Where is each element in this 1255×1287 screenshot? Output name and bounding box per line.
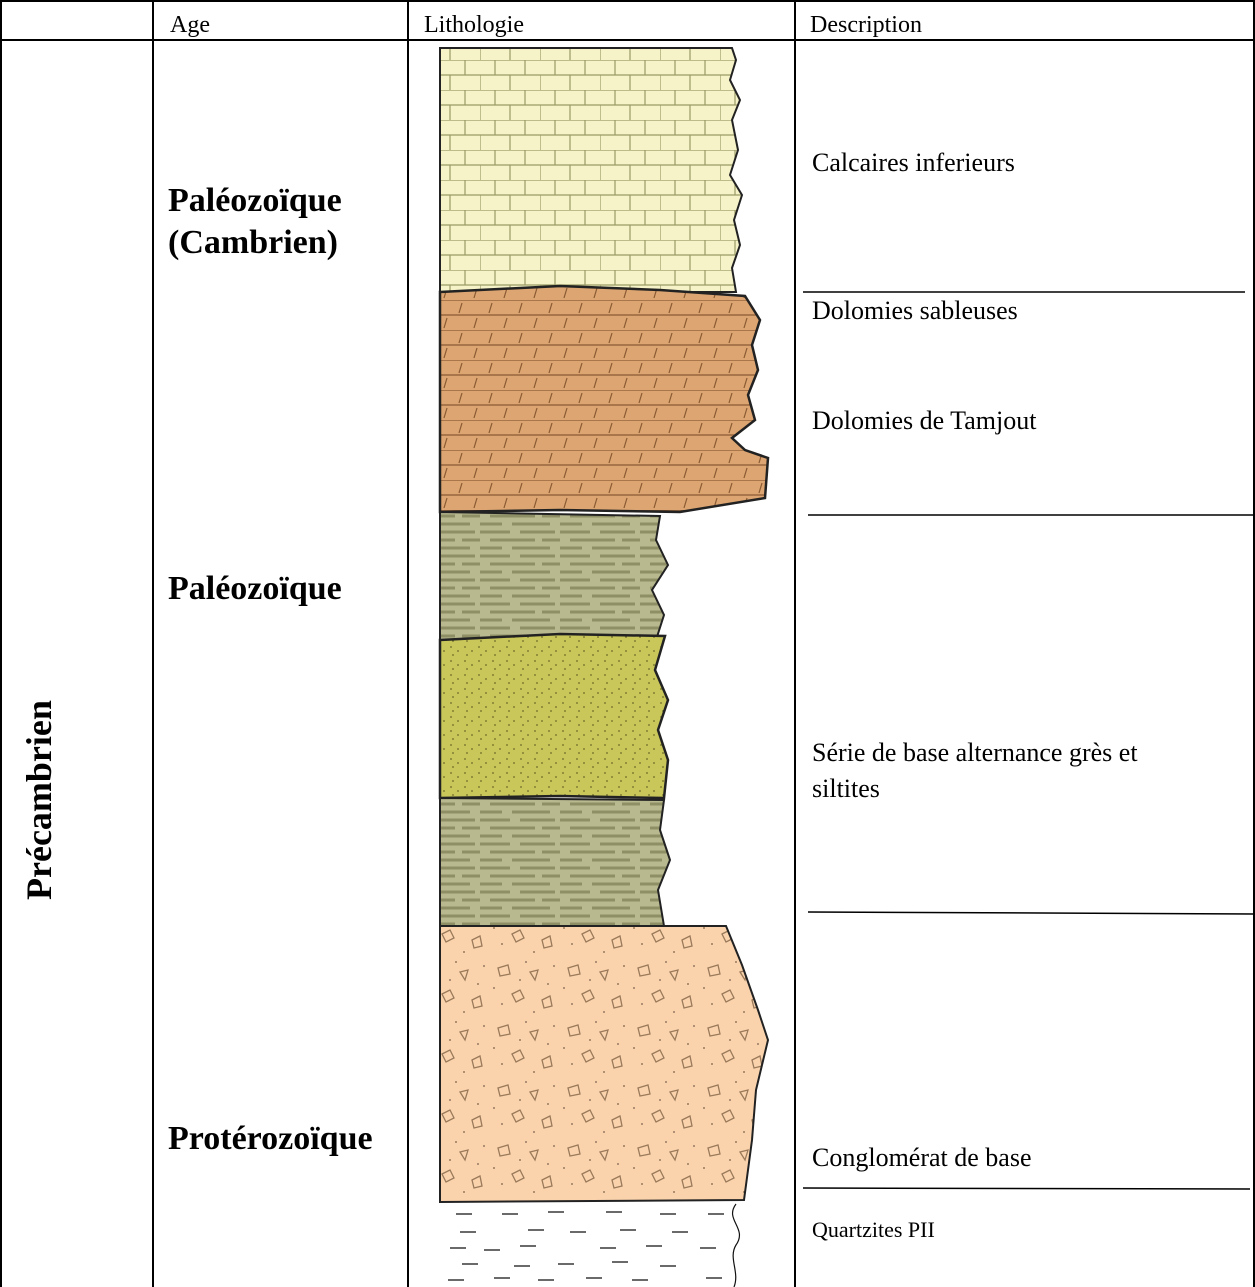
layer-limestone: [440, 48, 742, 292]
desc-dolomies-sableuses: Dolomies sableuses: [812, 293, 1018, 329]
layer-quartzites: [448, 1204, 739, 1287]
desc-serie-line1: Série de base alternance grès et: [812, 735, 1138, 771]
layer-dolomite: [440, 286, 768, 512]
desc-conglomerat: Conglomérat de base: [812, 1140, 1032, 1176]
layer-siltstone-lower: [440, 798, 670, 926]
desc-calcaires: Calcaires inferieurs: [812, 145, 1015, 181]
layer-sandstone: [440, 634, 668, 798]
desc-serie-base: Série de base alternance grès et siltite…: [812, 735, 1138, 807]
layer-conglomerate: [440, 926, 768, 1202]
desc-dolomies-tamjout: Dolomies de Tamjout: [812, 403, 1036, 439]
desc-serie-line2: siltites: [812, 771, 1138, 807]
layer-siltstone-upper: [440, 512, 668, 640]
desc-quartzites: Quartzites PII: [812, 1212, 935, 1248]
